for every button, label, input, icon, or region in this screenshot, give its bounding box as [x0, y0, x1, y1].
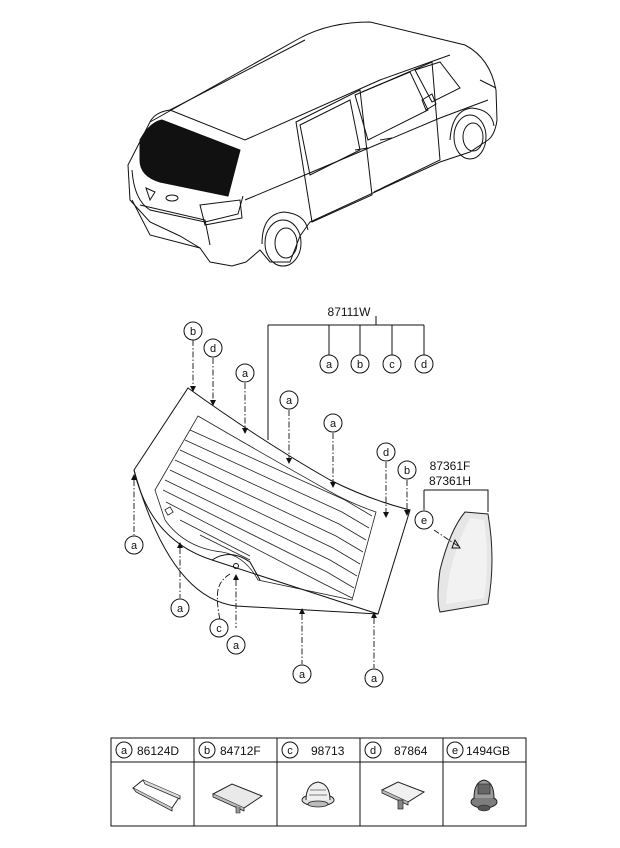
callout-c: c: [382, 354, 402, 374]
svg-text:a: a: [371, 673, 378, 685]
svg-text:e: e: [452, 745, 458, 757]
svg-text:a: a: [131, 540, 138, 552]
callout-d: d: [376, 442, 396, 462]
callout-a: a: [323, 413, 343, 433]
svg-text:e: e: [421, 515, 427, 527]
legend-part-e: 1494GB: [466, 744, 510, 758]
legend-part-b: 84712F: [220, 744, 261, 758]
svg-text:b: b: [357, 359, 363, 371]
grommet-icon: [301, 781, 335, 808]
callout-a: a: [226, 635, 246, 655]
pad-icon: [211, 783, 264, 814]
callout-a: a: [235, 363, 255, 383]
callout-b: b: [183, 321, 203, 341]
svg-text:b: b: [190, 326, 196, 338]
legend-header-d: d 87864: [364, 741, 428, 759]
legend-header-a: a 86124D: [115, 741, 179, 759]
side-glass-panel: [437, 511, 493, 613]
svg-text:c: c: [216, 623, 222, 635]
legend-header-e: e 1494GB: [446, 741, 510, 759]
legend-part-c: 98713: [311, 744, 345, 758]
legend-part-a: 86124D: [137, 744, 179, 758]
assembly-part-no: 87111W: [328, 305, 372, 319]
callout-a: a: [364, 668, 384, 688]
svg-text:d: d: [210, 343, 216, 355]
svg-text:b: b: [404, 465, 410, 477]
callout-d: d: [203, 338, 223, 358]
defroster-grid: [162, 429, 373, 599]
svg-text:a: a: [121, 745, 128, 757]
callout-b: b: [350, 354, 370, 374]
svg-text:a: a: [286, 395, 293, 407]
molding-clip-icon: [132, 779, 181, 812]
svg-text:a: a: [326, 359, 333, 371]
callout-a: a: [319, 354, 339, 374]
svg-text:a: a: [233, 640, 240, 652]
stud-clip-icon: [380, 781, 426, 810]
legend-part-d: 87864: [394, 744, 428, 758]
callout-c: c: [209, 618, 229, 638]
svg-text:d: d: [421, 359, 427, 371]
callout-d: d: [414, 354, 434, 374]
push-clip-icon: [470, 779, 498, 812]
svg-text:d: d: [383, 447, 389, 459]
svg-text:b: b: [204, 745, 210, 757]
vehicle-illustration: [127, 21, 498, 267]
callout-e: e: [414, 510, 434, 530]
callout-b: b: [397, 460, 417, 480]
callout-a: a: [279, 390, 299, 410]
svg-text:d: d: [370, 745, 376, 757]
callout-markers: a b c d b d a a a d b a a c a a a e: [124, 321, 434, 688]
callout-a: a: [170, 598, 190, 618]
rear-glass-diagram: [133, 387, 411, 615]
side-glass-part-no-1: 87361F: [430, 459, 471, 473]
callout-a: a: [124, 535, 144, 555]
leader-lines: [131, 316, 489, 668]
svg-text:a: a: [299, 669, 306, 681]
svg-text:c: c: [287, 745, 293, 757]
svg-text:c: c: [389, 359, 395, 371]
side-glass-part-no-2: 87361H: [429, 474, 471, 488]
callout-a: a: [292, 664, 312, 684]
svg-text:a: a: [330, 418, 337, 430]
svg-text:a: a: [177, 603, 184, 615]
parts-legend-table: a 86124D b 84712F c 98713 d 87864 e 1494…: [110, 737, 527, 827]
legend-header-c: c 98713: [281, 741, 345, 759]
svg-text:a: a: [242, 368, 249, 380]
legend-header-b: b 84712F: [198, 741, 261, 759]
